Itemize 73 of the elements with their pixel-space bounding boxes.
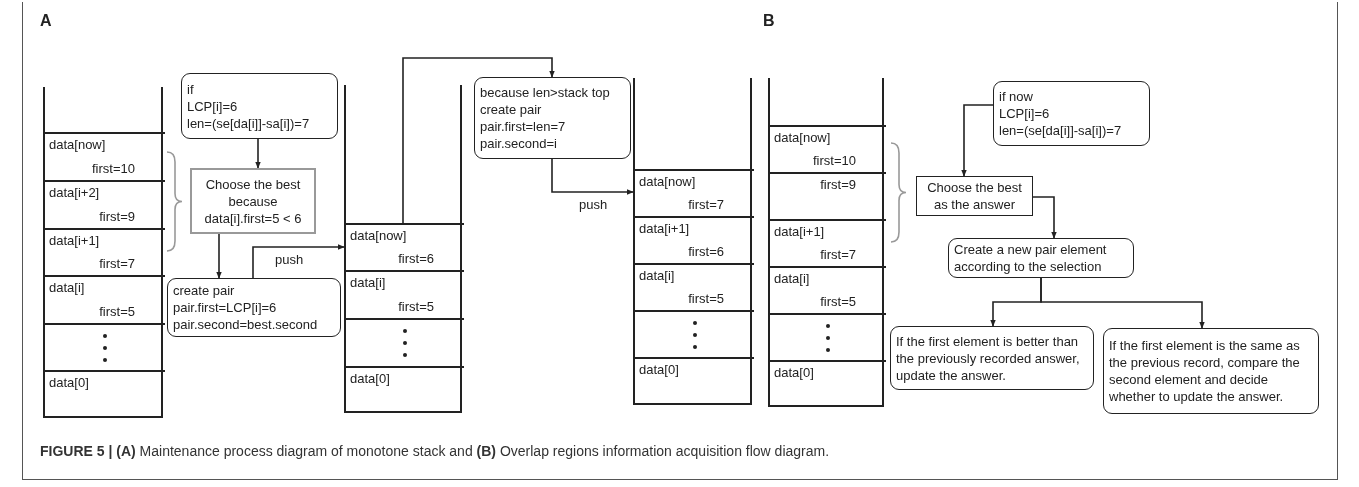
cell-value: first=10 — [92, 161, 135, 177]
box-text: if now — [999, 88, 1033, 105]
cell-value: first=7 — [99, 256, 135, 272]
box-text: if — [187, 80, 194, 98]
stack-container — [633, 78, 752, 405]
cell-value: first=5 — [820, 294, 856, 310]
box-text: Create a new pair element according to the selection — [954, 241, 1108, 275]
cell-value: first=7 — [820, 247, 856, 263]
arrow — [255, 138, 261, 169]
box-text: If the first element is better than the previously recorded answer, update the answer. — [896, 332, 1081, 384]
process-box — [916, 176, 1033, 216]
cell-value: first=5 — [99, 304, 135, 320]
box-text: len=(se[da[i]]-sa[i])=7 — [999, 122, 1122, 139]
cell-label: data[now] — [639, 174, 696, 190]
box-text: pair.first=LCP[i]=6 — [173, 299, 277, 316]
arrow — [1040, 277, 1205, 329]
arrow — [1032, 196, 1057, 239]
arrow — [551, 158, 634, 195]
process-box — [1103, 328, 1319, 414]
cell-label: data[i+1] — [774, 224, 825, 240]
box-text: If the first element is the same as the previous record, compare the second element and decide whether to update the answer. — [1109, 337, 1301, 405]
panel-label: B — [763, 12, 775, 30]
arrow — [216, 233, 222, 279]
cell-label: data[i+1] — [49, 233, 100, 249]
cell-value: first=7 — [688, 197, 724, 213]
box-text: because len>stack top — [480, 84, 610, 101]
stack-container — [344, 85, 462, 413]
edge-label: push — [274, 252, 305, 267]
cell-label: first=9 — [820, 177, 856, 193]
process-box — [190, 168, 316, 234]
box-text: create pair — [480, 101, 542, 118]
cell-label: data[now] — [774, 130, 831, 146]
box-text: LCP[i]=6 — [999, 105, 1050, 122]
cell-value: first=6 — [688, 244, 724, 260]
process-box — [167, 278, 341, 337]
cell-value: first=5 — [688, 291, 724, 307]
box-text: len=(se[da[i]]-sa[i])=7 — [187, 114, 310, 132]
box-text: create pair — [173, 282, 235, 299]
cell-label: data[i+1] — [639, 221, 690, 237]
cell-value: first=6 — [398, 251, 434, 267]
box-text: Choose the best as the answer — [926, 179, 1023, 213]
arrow — [961, 104, 994, 177]
process-box — [948, 238, 1134, 278]
figure-caption: FIGURE 5 | (A) Maintenance process diagram of monotone stack and (B) Overlap regions information acquisition flow diagram. — [40, 443, 830, 459]
cell-label: data[i+2] — [49, 185, 100, 201]
box-text: pair.second=i — [480, 135, 557, 152]
cell-value: first=10 — [813, 153, 856, 169]
cell-label: data[0] — [639, 362, 679, 378]
panel-label: A — [40, 12, 52, 30]
cell-value: first=9 — [99, 209, 135, 225]
cell-value: first=5 — [398, 299, 434, 315]
cell-label: data[i] — [49, 280, 85, 296]
cell-label: data[0] — [350, 371, 390, 387]
process-box — [890, 326, 1094, 390]
arrow — [252, 244, 345, 279]
cell-label: data[i] — [639, 268, 675, 284]
box-text: pair.second=best.second — [173, 316, 318, 333]
process-box — [181, 73, 338, 139]
cell-label: data[0] — [774, 365, 814, 381]
box-text: Choose the best because data[i].first=5 < 6 — [203, 175, 303, 227]
cell-label: data[now] — [49, 137, 106, 153]
process-box — [993, 81, 1150, 146]
cell-label: data[i] — [350, 275, 386, 291]
stack-container — [43, 87, 163, 418]
cell-label: data[i] — [774, 271, 810, 287]
stack-container — [768, 78, 884, 407]
arrow — [402, 57, 555, 224]
edge-label: push — [578, 197, 609, 212]
cell-label: data[now] — [350, 228, 407, 244]
cell-label: data[0] — [49, 375, 89, 391]
box-text: LCP[i]=6 — [187, 97, 238, 115]
box-text: pair.first=len=7 — [480, 118, 566, 135]
process-box — [474, 77, 631, 159]
